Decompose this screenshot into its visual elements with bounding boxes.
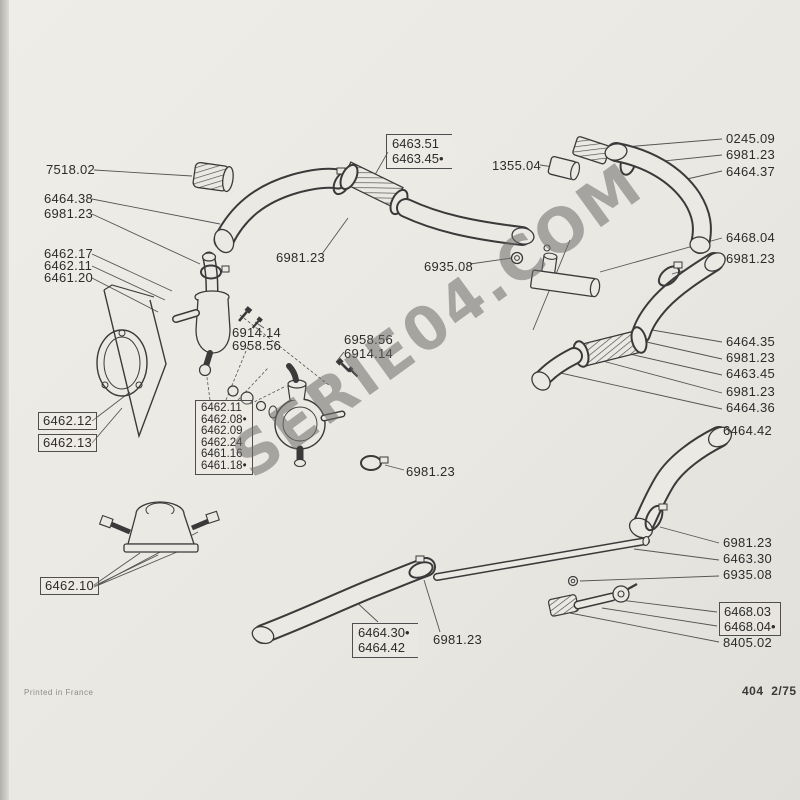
- part-label-6462-10: 6462.10: [40, 577, 100, 595]
- part-label-6463-51: 6463.51: [392, 136, 439, 151]
- metal-pipe-6463-30: [433, 535, 650, 581]
- part-label-6958-56: 6958.56: [232, 338, 282, 353]
- grommet-6935: [510, 251, 524, 265]
- part-label-6981-23: 6981.23: [406, 464, 456, 479]
- bracket-6462-12: [103, 284, 167, 439]
- hose-clamp-icon: [657, 261, 683, 287]
- part-label-6461-16: 6461.16: [201, 448, 243, 460]
- part-label-1355-04: 1355.04: [492, 158, 542, 173]
- part-label-7518-02: 7518.02: [46, 162, 96, 177]
- hose-6464-36: [531, 347, 583, 391]
- part-label-6981-23: 6981.23: [433, 632, 483, 647]
- thermostat-housing-6462-10: [98, 501, 220, 553]
- gasket-ring-6462-13: [96, 329, 148, 397]
- part-label-6463-30: 6463.30: [723, 551, 773, 566]
- part-label-group-valve-parts: 6462.11 6462.08• 6462.09 6462.24 6461.16…: [195, 400, 253, 475]
- part-label-6935-08: 6935.08: [424, 259, 474, 274]
- flex-hose-6463-51: [339, 161, 409, 216]
- part-label-6462-08: 6462.08•: [201, 413, 247, 426]
- part-label-6981-23: 6981.23: [726, 384, 776, 399]
- part-label-6462-12: 6462.12: [38, 412, 98, 430]
- footer-printed-in-france: Printed in France: [24, 688, 94, 697]
- part-label-6464-36: 6464.36: [726, 400, 776, 415]
- hose-6464-30: [251, 557, 436, 645]
- part-label-group-elbow: 6468.03 6468.04•: [719, 602, 781, 636]
- part-label-6463-45: 6463.45: [726, 366, 776, 381]
- part-label-6468-04: 6468.04: [726, 230, 776, 245]
- part-label-group-bottom-hose: 6464.30• 6464.42: [352, 623, 418, 658]
- hose-mid-section: [396, 198, 535, 246]
- clip-6935: [567, 575, 579, 587]
- part-label-6463-45: 6463.45•: [392, 151, 444, 166]
- part-label-6914-14: 6914.14: [344, 346, 394, 361]
- part-label-6981-23: 6981.23: [726, 147, 776, 162]
- rubber-sleeve-7518: [192, 161, 234, 193]
- part-label-6462-09: 6462.09: [201, 425, 243, 437]
- valve-assembly-6461-20: [172, 251, 231, 377]
- hose-6464-37: [604, 142, 712, 254]
- part-label-0245-09: 0245.09: [726, 131, 776, 146]
- hose-6464-35: [631, 252, 726, 344]
- part-label-6958-56: 6958.56: [344, 332, 394, 347]
- part-label-6981-23: 6981.23: [723, 535, 773, 550]
- part-label-6462-11: 6462.11: [44, 258, 93, 273]
- part-label-6981-23: 6981.23: [44, 206, 94, 221]
- part-label-6464-42: 6464.42: [723, 423, 773, 438]
- part-label-8405-02: 8405.02: [723, 635, 773, 650]
- metal-sleeve-0245: [572, 136, 611, 165]
- part-label-6935-08: 6935.08: [723, 567, 773, 582]
- footer-page-reference: 404 2/75: [742, 684, 797, 698]
- part-label-6468-04: 6468.04•: [724, 619, 776, 634]
- sleeve-1355: [547, 155, 581, 181]
- part-label-6981-23: 6981.23: [726, 251, 776, 266]
- part-label-6462-24: 6462.24: [201, 436, 243, 449]
- part-label-6464-30: 6464.30•: [358, 625, 410, 640]
- part-label-6462-11: 6462.11: [201, 402, 242, 414]
- hose-clamp-icon: [408, 555, 434, 579]
- hose-6464-38: [213, 167, 349, 254]
- part-label-6464-35: 6464.35: [726, 334, 776, 349]
- part-label-6461-18: 6461.18•: [201, 459, 247, 472]
- screw-icon: [238, 306, 263, 329]
- part-label-6464-37: 6464.37: [726, 164, 776, 179]
- small-fittings: [227, 385, 278, 419]
- part-label-6981-23: 6981.23: [276, 250, 326, 265]
- hose-6464-42: [628, 426, 733, 539]
- part-label-6464-38: 6464.38: [44, 191, 94, 206]
- part-label-6981-23: 6981.23: [726, 350, 776, 365]
- hose-clamp-icon: [644, 503, 668, 532]
- elbow-assembly-8405: [547, 583, 638, 617]
- part-label-6461-20: 6461.20: [44, 270, 94, 285]
- hose-clamp-icon: [360, 455, 389, 471]
- screw-icon: [335, 357, 359, 378]
- valve-6461-16: [274, 363, 346, 468]
- part-label-6462-13: 6462.13: [38, 434, 98, 452]
- part-label-6468-03: 6468.03: [724, 604, 771, 619]
- pipe-6468-04: [529, 244, 601, 298]
- flex-hose-6463-45: [572, 326, 648, 368]
- part-label-6914-14: 6914.14: [232, 325, 282, 340]
- part-label-6462-17: 6462.17: [44, 246, 94, 261]
- part-label-group-flex-hose: 6463.51 6463.45•: [386, 134, 452, 169]
- part-label-6464-42: 6464.42: [358, 640, 405, 655]
